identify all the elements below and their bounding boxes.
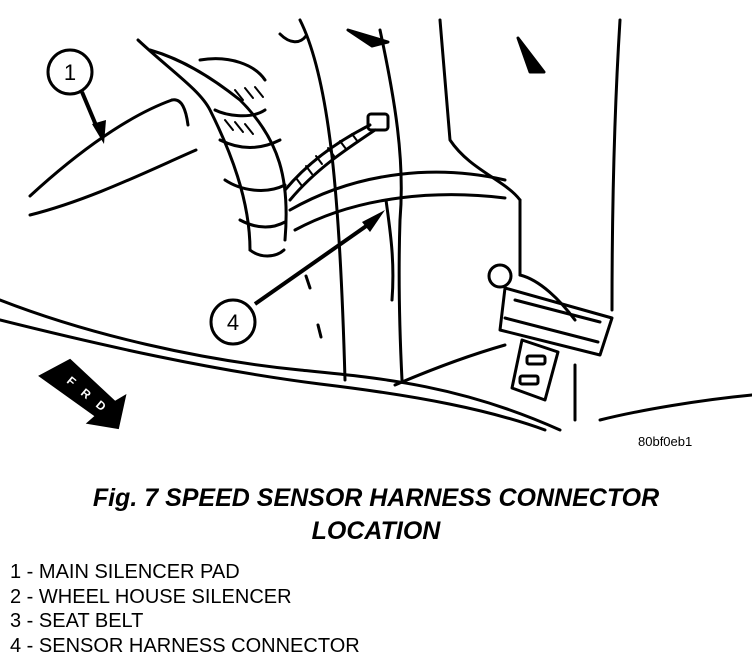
door-opening — [0, 18, 752, 432]
legend-list: 1 - MAIN SILENCER PAD 2 - WHEEL HOUSE SI… — [10, 560, 360, 658]
figure-reference-code: 80bf0eb1 — [638, 434, 692, 449]
legend-item: 3 - SEAT BELT — [10, 610, 144, 632]
legend-item-number: 4 — [10, 634, 22, 657]
pillar-trim — [298, 18, 577, 422]
main-silencer-pad — [28, 98, 198, 217]
wheel-house-silencer — [136, 38, 288, 258]
legend-item-number: 2 — [10, 585, 22, 608]
legend-item-number: 1 — [10, 561, 22, 583]
callout-4: 4 — [209, 210, 385, 346]
figure-caption: Fig. 7 SPEED SENSOR HARNESS CONNECTOR LO… — [0, 482, 752, 548]
legend-item: 4 - SENSOR HARNESS CONNECTOR — [10, 634, 360, 657]
sensor-harness-wire — [283, 112, 390, 202]
direction-arrow-icon: F R D — [38, 358, 127, 430]
figure-caption-line-2: LOCATION — [311, 517, 441, 545]
legend-item-label: SEAT BELT — [38, 610, 144, 632]
legend-item: 2 - WHEEL HOUSE SILENCER — [10, 585, 292, 608]
svg-text:1: 1 — [64, 60, 76, 85]
diagram-illustration: 1 4 F R D 80bf0eb1 — [0, 18, 752, 449]
legend-item-label: SENSOR HARNESS CONNECTOR — [38, 634, 360, 657]
legend-item: 1 - MAIN SILENCER PAD — [10, 561, 240, 583]
callout-1: 1 — [46, 48, 106, 144]
seat-belt — [498, 286, 614, 402]
legend-item-number: 3 — [10, 610, 22, 632]
legend-item-label: WHEEL HOUSE SILENCER — [38, 585, 292, 608]
figure-caption-line-1: Fig. 7 SPEED SENSOR HARNESS CONNECTOR — [92, 484, 660, 512]
legend-item-label: MAIN SILENCER PAD — [38, 561, 240, 583]
svg-text:4: 4 — [227, 310, 239, 335]
